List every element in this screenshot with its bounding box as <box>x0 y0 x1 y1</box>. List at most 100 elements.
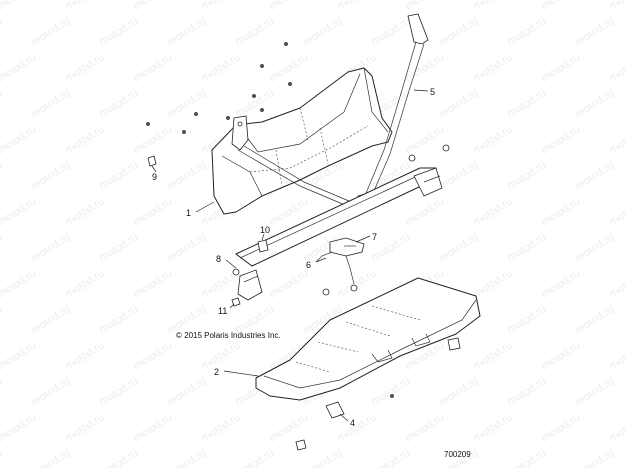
watermark-text: motod.ru <box>97 447 140 468</box>
watermark-text: motod.ru <box>539 195 582 228</box>
watermark-text: motod.ru <box>0 51 38 84</box>
watermark-text: motod.ru <box>335 0 378 13</box>
watermark-text: motod.ru <box>505 375 548 408</box>
watermark-text: motod.ru <box>63 267 106 300</box>
watermark-text: motod.ru <box>267 411 310 444</box>
watermark-text: motod.ru <box>63 51 106 84</box>
fastener-10 <box>257 239 269 253</box>
watermark-text: motod.ru <box>0 375 4 408</box>
callout-9: 9 <box>152 172 157 182</box>
watermark-text: motod.ru <box>165 375 208 408</box>
watermark-text: motod.ru <box>97 159 140 192</box>
watermark-text: motod.ru <box>471 195 514 228</box>
watermark-text: motod.ru <box>29 87 72 120</box>
watermark-text: motod.ru <box>199 0 242 13</box>
hardware-bits <box>146 42 292 134</box>
seatbelt-buckle <box>315 237 365 296</box>
callout-10: 10 <box>260 225 270 235</box>
watermark-text: motod.ru <box>0 15 4 48</box>
watermark-text: motod.ru <box>233 87 276 120</box>
watermark-text: motod.ru <box>97 87 140 120</box>
watermark-text: motod.ru <box>267 267 310 300</box>
watermark-text: motod.ru <box>0 0 38 13</box>
watermark-text: motod.ru <box>165 15 208 48</box>
watermark-text: motod.ru <box>267 51 310 84</box>
watermark-text: motod.ru <box>607 411 625 444</box>
watermark-text: motod.ru <box>607 0 625 13</box>
callout-4: 4 <box>350 418 355 428</box>
watermark-text: motod.ru <box>471 51 514 84</box>
watermark-text: motod.ru <box>0 159 4 192</box>
watermark-text: motod.ru <box>233 447 276 468</box>
watermark-text: motod.ru <box>0 411 38 444</box>
watermark-text: motod.ru <box>0 195 38 228</box>
watermark-text: motod.ru <box>165 87 208 120</box>
watermark-text: motod.ru <box>369 447 412 468</box>
watermark-text: motod.ru <box>0 267 38 300</box>
watermark-text: motod.ru <box>131 195 174 228</box>
watermark-text: motod.ru <box>403 0 446 13</box>
watermark-text: motod.ru <box>131 51 174 84</box>
watermark-text: motod.ru <box>539 411 582 444</box>
watermark-text: motod.ru <box>131 0 174 13</box>
watermark-text: motod.ru <box>471 0 514 13</box>
watermark-text: motod.ru <box>573 375 616 408</box>
watermark-text: motod.ru <box>199 51 242 84</box>
watermark-text: motod.ru <box>63 339 106 372</box>
watermark-text: motod.ru <box>539 267 582 300</box>
seat-bottom <box>255 277 481 401</box>
watermark-text: motod.ru <box>607 267 625 300</box>
watermark-text: motod.ru <box>63 123 106 156</box>
bolt-9 <box>147 155 157 167</box>
watermark-text: motod.ru <box>573 303 616 336</box>
watermark-text: motod.ru <box>471 411 514 444</box>
watermark-text: motod.ru <box>607 51 625 84</box>
drawing-number: 700209 <box>444 450 471 459</box>
watermark-text: motod.ru <box>403 195 446 228</box>
watermark-text: motod.ru <box>131 339 174 372</box>
seat-bottom-brackets <box>295 337 461 451</box>
watermark-text: motod.ru <box>0 87 4 120</box>
watermark-text: motod.ru <box>573 87 616 120</box>
watermark-text: motod.ru <box>131 267 174 300</box>
watermark-text: motod.ru <box>437 231 480 264</box>
watermark-text: motod.ru <box>63 195 106 228</box>
copyright-notice: © 2015 Polaris Industries Inc. <box>176 331 281 340</box>
watermark-text: motod.ru <box>539 123 582 156</box>
lap-belt-bar <box>235 144 450 267</box>
watermark-text: motod.ru <box>0 303 4 336</box>
watermark-text: motod.ru <box>63 411 106 444</box>
watermark-text: motod.ru <box>573 159 616 192</box>
watermark-text: motod.ru <box>437 375 480 408</box>
watermark-text: motod.ru <box>165 447 208 468</box>
watermark-text: motod.ru <box>0 231 4 264</box>
watermark-text: motod.ru <box>0 339 38 372</box>
watermark-text: motod.ru <box>505 87 548 120</box>
callout-6: 6 <box>306 260 311 270</box>
watermark-text: motod.ru <box>471 339 514 372</box>
callout-5: 5 <box>430 87 435 97</box>
callout-7: 7 <box>372 232 377 242</box>
watermark-text: motod.ru <box>471 267 514 300</box>
watermark-text: motod.ru <box>165 159 208 192</box>
watermark-text: motod.ru <box>97 303 140 336</box>
watermark-text: motod.ru <box>573 15 616 48</box>
watermark-text: motod.ru <box>63 0 106 13</box>
watermark-text: motod.ru <box>29 15 72 48</box>
watermark-text: motod.ru <box>471 123 514 156</box>
leader-lines <box>151 89 429 422</box>
watermark-text: motod.ru <box>335 267 378 300</box>
watermark-text: motod.ru <box>29 303 72 336</box>
watermark-text: motod.ru <box>437 87 480 120</box>
watermark-text: motod.ru <box>29 375 72 408</box>
watermark-text: motod.ru <box>29 231 72 264</box>
callout-11: 11 <box>218 306 227 316</box>
watermark-text: motod.ru <box>0 123 38 156</box>
watermark-text: motod.ru <box>539 0 582 13</box>
watermark-text: motod.ru <box>29 447 72 468</box>
watermark-text: motod.ru <box>505 15 548 48</box>
watermark-text: motod.ru <box>199 411 242 444</box>
callout-8: 8 <box>216 254 221 264</box>
watermark-text: motod.ru <box>369 15 412 48</box>
